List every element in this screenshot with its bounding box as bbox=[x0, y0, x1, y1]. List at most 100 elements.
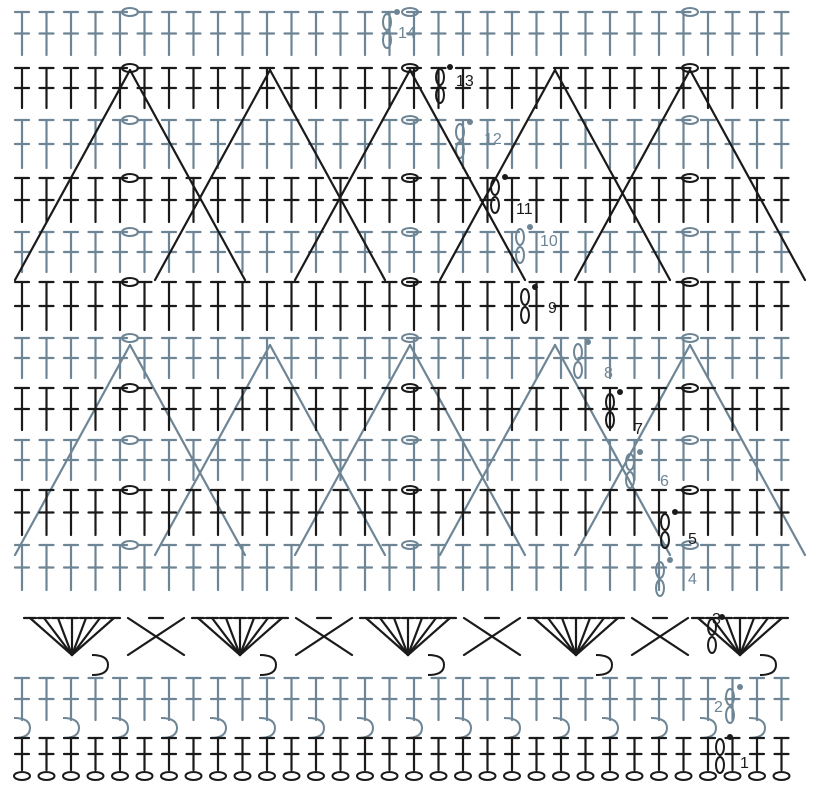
row5-stitch bbox=[750, 490, 764, 535]
row1-stitch bbox=[15, 738, 29, 770]
lattice-right bbox=[130, 70, 245, 280]
chain-stitch bbox=[700, 772, 716, 780]
row8-stitch bbox=[15, 338, 29, 378]
row2-stitch bbox=[481, 678, 495, 720]
row4-stitch bbox=[775, 545, 789, 590]
row13-stitch bbox=[579, 68, 593, 108]
row13-stitch bbox=[603, 68, 617, 108]
row6-stitch bbox=[40, 440, 54, 480]
row-number-label: 4 bbox=[688, 571, 697, 588]
lattice-right bbox=[555, 70, 670, 280]
row9-stitch bbox=[726, 282, 740, 330]
row-number-label: 14 bbox=[398, 25, 416, 42]
row14-stitch bbox=[40, 12, 54, 55]
row4-stitch bbox=[407, 545, 421, 590]
row9-stitch bbox=[187, 282, 201, 330]
row6-stitch bbox=[113, 440, 127, 480]
lattice-left bbox=[440, 345, 555, 555]
row12-stitch bbox=[260, 120, 274, 168]
row-number-label: 3 bbox=[712, 611, 721, 628]
row7-stitch bbox=[701, 388, 715, 430]
fan-stitch bbox=[44, 618, 72, 655]
row1-stitch bbox=[40, 738, 54, 770]
row4-stitch bbox=[603, 545, 617, 590]
row8-stitch bbox=[628, 338, 642, 378]
row13-stitch bbox=[15, 68, 29, 108]
diamond-lattice bbox=[295, 345, 525, 555]
row9-stitch bbox=[677, 282, 691, 330]
v-stitch-cross bbox=[632, 618, 688, 655]
row12-stitch bbox=[677, 120, 691, 168]
row14-stitch bbox=[726, 12, 740, 55]
row5-stitch bbox=[64, 490, 78, 535]
row7-stitch bbox=[775, 388, 789, 430]
row11-stitch bbox=[554, 178, 568, 222]
chain-stitch bbox=[716, 757, 724, 773]
row1-stitch bbox=[628, 738, 642, 770]
chain-stitch bbox=[431, 772, 447, 780]
row6-stitch bbox=[285, 440, 299, 480]
slip-stitch-dot bbox=[737, 684, 743, 690]
chain-stitch bbox=[259, 772, 275, 780]
row2-stitch bbox=[260, 678, 274, 720]
row6-stitch bbox=[138, 440, 152, 480]
row14-stitch bbox=[701, 12, 715, 55]
chain-stitch bbox=[708, 637, 716, 653]
row11-stitch bbox=[677, 178, 691, 222]
row1-stitch bbox=[481, 738, 495, 770]
row5-stitch bbox=[40, 490, 54, 535]
row4-stitch bbox=[334, 545, 348, 590]
row2-stitch bbox=[554, 678, 568, 720]
post-stitch-hook bbox=[760, 655, 776, 675]
row1-stitch bbox=[750, 738, 764, 770]
row7-stitch bbox=[456, 388, 470, 430]
row14-stitch bbox=[628, 12, 642, 55]
row11-stitch bbox=[162, 178, 176, 222]
row13-stitch bbox=[775, 68, 789, 108]
fan-stitch bbox=[72, 618, 100, 655]
row-number-label: 11 bbox=[516, 201, 533, 218]
row11-stitch bbox=[236, 178, 250, 222]
row8-stitch bbox=[285, 338, 299, 378]
row4-stitch bbox=[113, 545, 127, 590]
row14-stitch bbox=[505, 12, 519, 55]
row2-stitch bbox=[285, 678, 299, 720]
row7-stitch bbox=[677, 388, 691, 430]
row4-stitch bbox=[456, 545, 470, 590]
row2-stitch bbox=[579, 678, 593, 720]
row5-stitch bbox=[432, 490, 446, 535]
row12-stitch bbox=[701, 120, 715, 168]
chain-stitch bbox=[112, 772, 128, 780]
row5-stitch bbox=[456, 490, 470, 535]
row13-stitch bbox=[481, 68, 495, 108]
row7-stitch bbox=[187, 388, 201, 430]
row12-stitch bbox=[334, 120, 348, 168]
row9-stitch bbox=[309, 282, 323, 330]
row9-stitch bbox=[358, 282, 372, 330]
slip-stitch-dot bbox=[617, 389, 623, 395]
slip-stitch-dot bbox=[667, 557, 673, 563]
row7-stitch bbox=[89, 388, 103, 430]
lattice-left bbox=[440, 70, 555, 280]
row8-stitch bbox=[162, 338, 176, 378]
fan-stitch bbox=[408, 618, 436, 655]
row12-stitch bbox=[138, 120, 152, 168]
row11-stitch bbox=[726, 178, 740, 222]
row7-stitch bbox=[383, 388, 397, 430]
row11-stitch bbox=[383, 178, 397, 222]
lattice-left bbox=[15, 70, 130, 280]
row7-stitch bbox=[15, 388, 29, 430]
row4-stitch bbox=[40, 545, 54, 590]
slip-stitch-dot bbox=[637, 449, 643, 455]
row9-stitch bbox=[113, 282, 127, 330]
row7-stitch bbox=[554, 388, 568, 430]
row1-stitch bbox=[285, 738, 299, 770]
row14-stitch bbox=[750, 12, 764, 55]
chain-stitch bbox=[504, 772, 520, 780]
row6-stitch bbox=[775, 440, 789, 480]
row14-stitch bbox=[677, 12, 691, 55]
slip-stitch-dot bbox=[672, 509, 678, 515]
row-number-label: 8 bbox=[604, 365, 613, 382]
lattice-left bbox=[295, 70, 410, 280]
row6-stitch bbox=[162, 440, 176, 480]
